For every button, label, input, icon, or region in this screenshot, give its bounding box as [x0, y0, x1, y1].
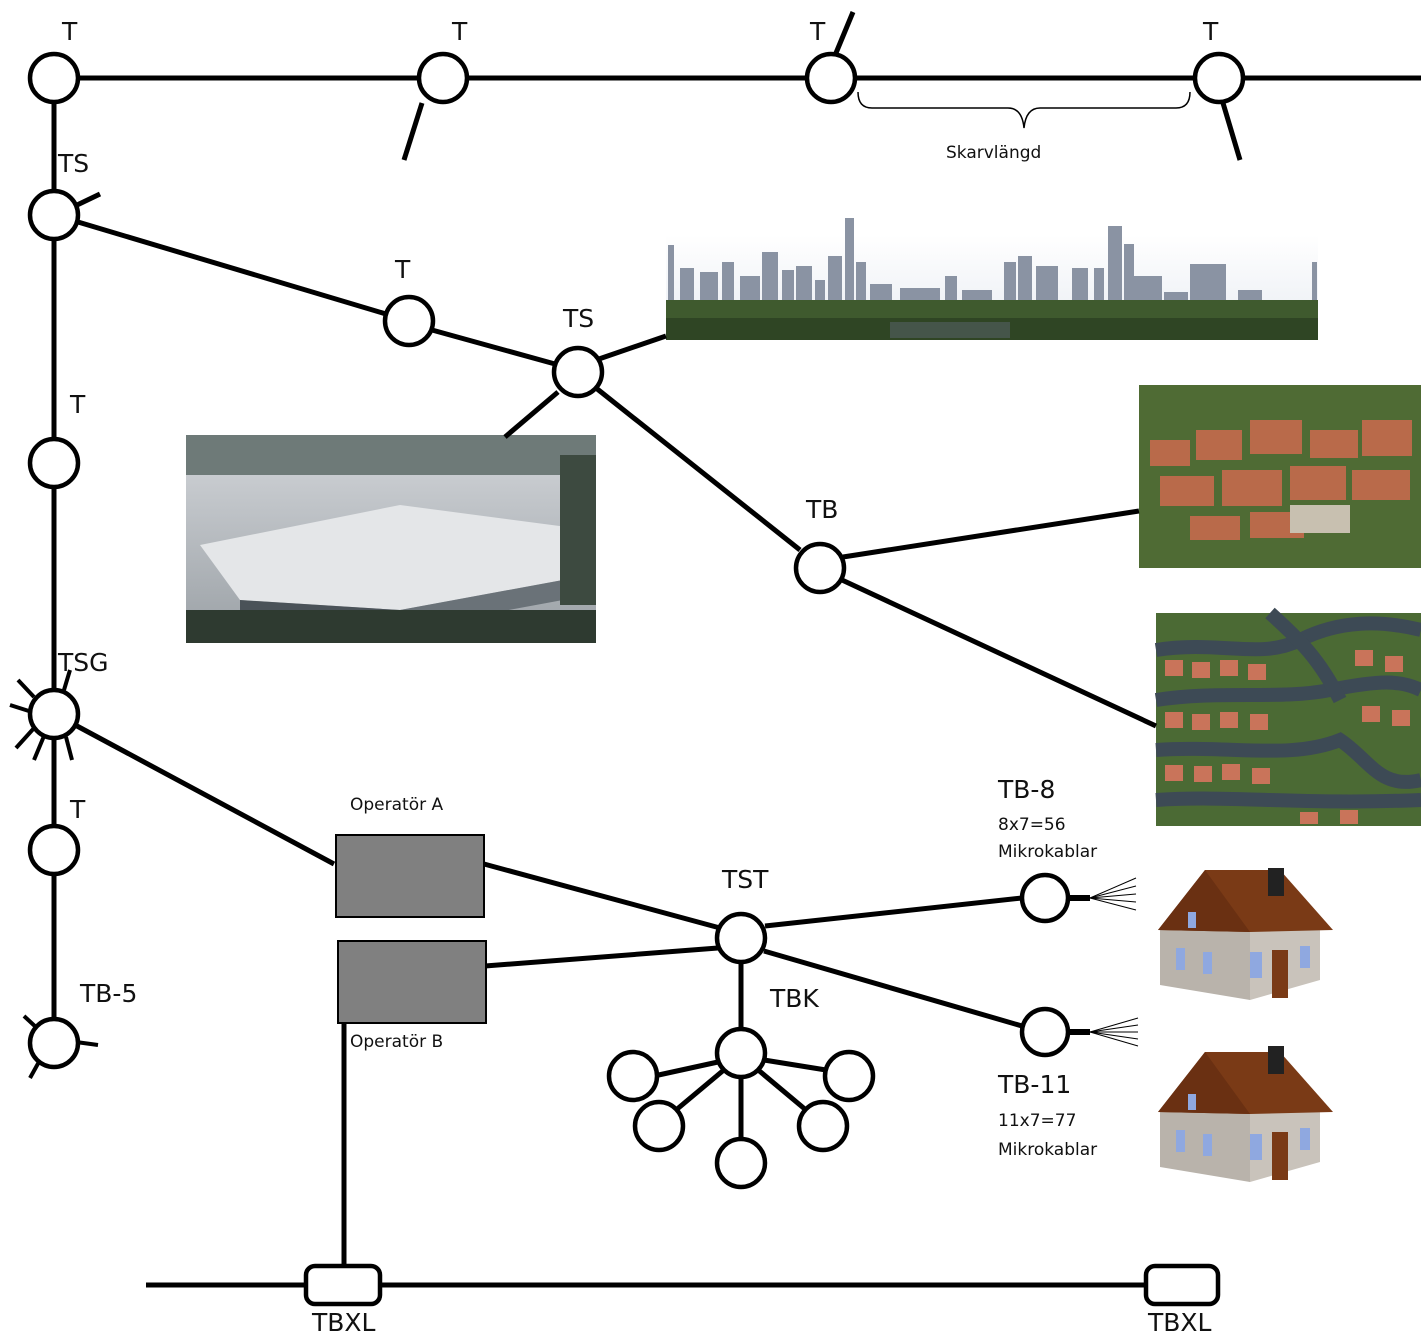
- tbk-spoke-1: [653, 1059, 719, 1079]
- node-tb11: [1019, 1006, 1071, 1058]
- operator-a-to-tst-line: [483, 861, 721, 931]
- label-t-top-4: T: [1202, 17, 1219, 46]
- ts-to-industry-line: [503, 390, 560, 439]
- node-t-top-2: [416, 51, 470, 105]
- node-tbk-leaf-1: [606, 1049, 660, 1103]
- tst-to-tb8-line: [764, 895, 1023, 929]
- label-skarvlangd: Skarvlängd: [946, 143, 1041, 163]
- label-tbxl-left: TBXL: [311, 1308, 376, 1337]
- node-t-left-low: [27, 823, 81, 877]
- label-tb: TB: [805, 495, 838, 524]
- splice-length-brace: [857, 91, 1191, 129]
- t-to-ts-line: [431, 327, 556, 367]
- label-tb11-formula: 11x7=77: [998, 1111, 1076, 1131]
- label-t-left-mid: T: [69, 390, 86, 419]
- label-operator-b: Operatör B: [350, 1032, 443, 1052]
- stub: [1220, 102, 1243, 161]
- label-t-top-1: T: [61, 17, 78, 46]
- label-t-top-2: T: [451, 17, 468, 46]
- house-icon: [1158, 1046, 1333, 1182]
- ts-to-t-line: [77, 219, 387, 317]
- node-tsg: [27, 687, 81, 741]
- operator-b-to-tst-line: [484, 945, 719, 969]
- operator-a-box: [335, 834, 485, 918]
- nodes: [27, 51, 1246, 1190]
- label-tbxl-right: TBXL: [1147, 1308, 1212, 1337]
- node-t-branch: [382, 294, 436, 348]
- tsg-stubs: [9, 669, 74, 761]
- node-ts-mid: [551, 345, 605, 399]
- node-t-top-1: [27, 51, 81, 105]
- ts-to-city-line: [595, 333, 667, 363]
- label-ts-mid: TS: [562, 304, 594, 333]
- house-icon: [1158, 868, 1333, 1000]
- tbk-spoke-2: [674, 1067, 727, 1112]
- suburb-aerial-photo: [1154, 607, 1421, 826]
- fiber-fan-tb8: [1089, 877, 1137, 911]
- label-tb11-unit: Mikrokablar: [998, 1140, 1097, 1160]
- tbk-spoke-4: [755, 1067, 808, 1112]
- label-ts-left: TS: [57, 149, 89, 178]
- node-tb8: [1019, 872, 1071, 924]
- label-tb5: TB-5: [79, 979, 137, 1008]
- label-t-top-3: T: [809, 17, 826, 46]
- stub: [73, 191, 102, 209]
- node-tst: [714, 911, 768, 965]
- stub: [401, 102, 425, 161]
- stub: [833, 11, 856, 54]
- label-tb8: TB-8: [997, 775, 1055, 804]
- label-tb8-formula: 8x7=56: [998, 815, 1066, 835]
- node-tbk-leaf-3: [714, 1136, 768, 1190]
- operator-b-box: [337, 940, 487, 1024]
- label-operator-a: Operatör A: [350, 795, 443, 815]
- tb-to-suburb-line: [840, 577, 1158, 729]
- label-tsg: TSG: [57, 648, 109, 677]
- node-t-top-4: [1192, 51, 1246, 105]
- node-tb5: [27, 1016, 81, 1070]
- tbxl-box-right: [1143, 1263, 1221, 1307]
- city-skyline-photo: [666, 218, 1318, 340]
- label-t-branch: T: [394, 255, 411, 284]
- tbxl-box-left: [303, 1263, 383, 1307]
- label-t-left-low: T: [69, 795, 86, 824]
- node-tbk-leaf-4: [796, 1099, 850, 1153]
- tsg-to-operator-a-line: [75, 723, 336, 867]
- node-tbk: [714, 1026, 768, 1080]
- tb-to-oldtown-line: [842, 508, 1140, 560]
- node-t-left-mid: [27, 436, 81, 490]
- tbk-spoke-5: [763, 1057, 827, 1073]
- label-tb11: TB-11: [997, 1070, 1071, 1099]
- tst-to-tb11-line: [763, 948, 1023, 1029]
- ts-to-tb-line: [594, 386, 802, 552]
- old-town-aerial-photo: [1139, 385, 1421, 568]
- label-tbk: TBK: [769, 984, 819, 1013]
- label-tst: TST: [721, 865, 769, 894]
- fiber-fan-tb11: [1089, 1017, 1139, 1047]
- node-tb: [793, 541, 847, 595]
- node-ts-left: [27, 188, 81, 242]
- label-tb8-unit: Mikrokablar: [998, 842, 1097, 862]
- industrial-building-photo: [186, 435, 596, 643]
- node-t-top-3: [804, 51, 858, 105]
- node-tbk-leaf-5: [822, 1049, 876, 1103]
- node-tbk-leaf-2: [632, 1099, 686, 1153]
